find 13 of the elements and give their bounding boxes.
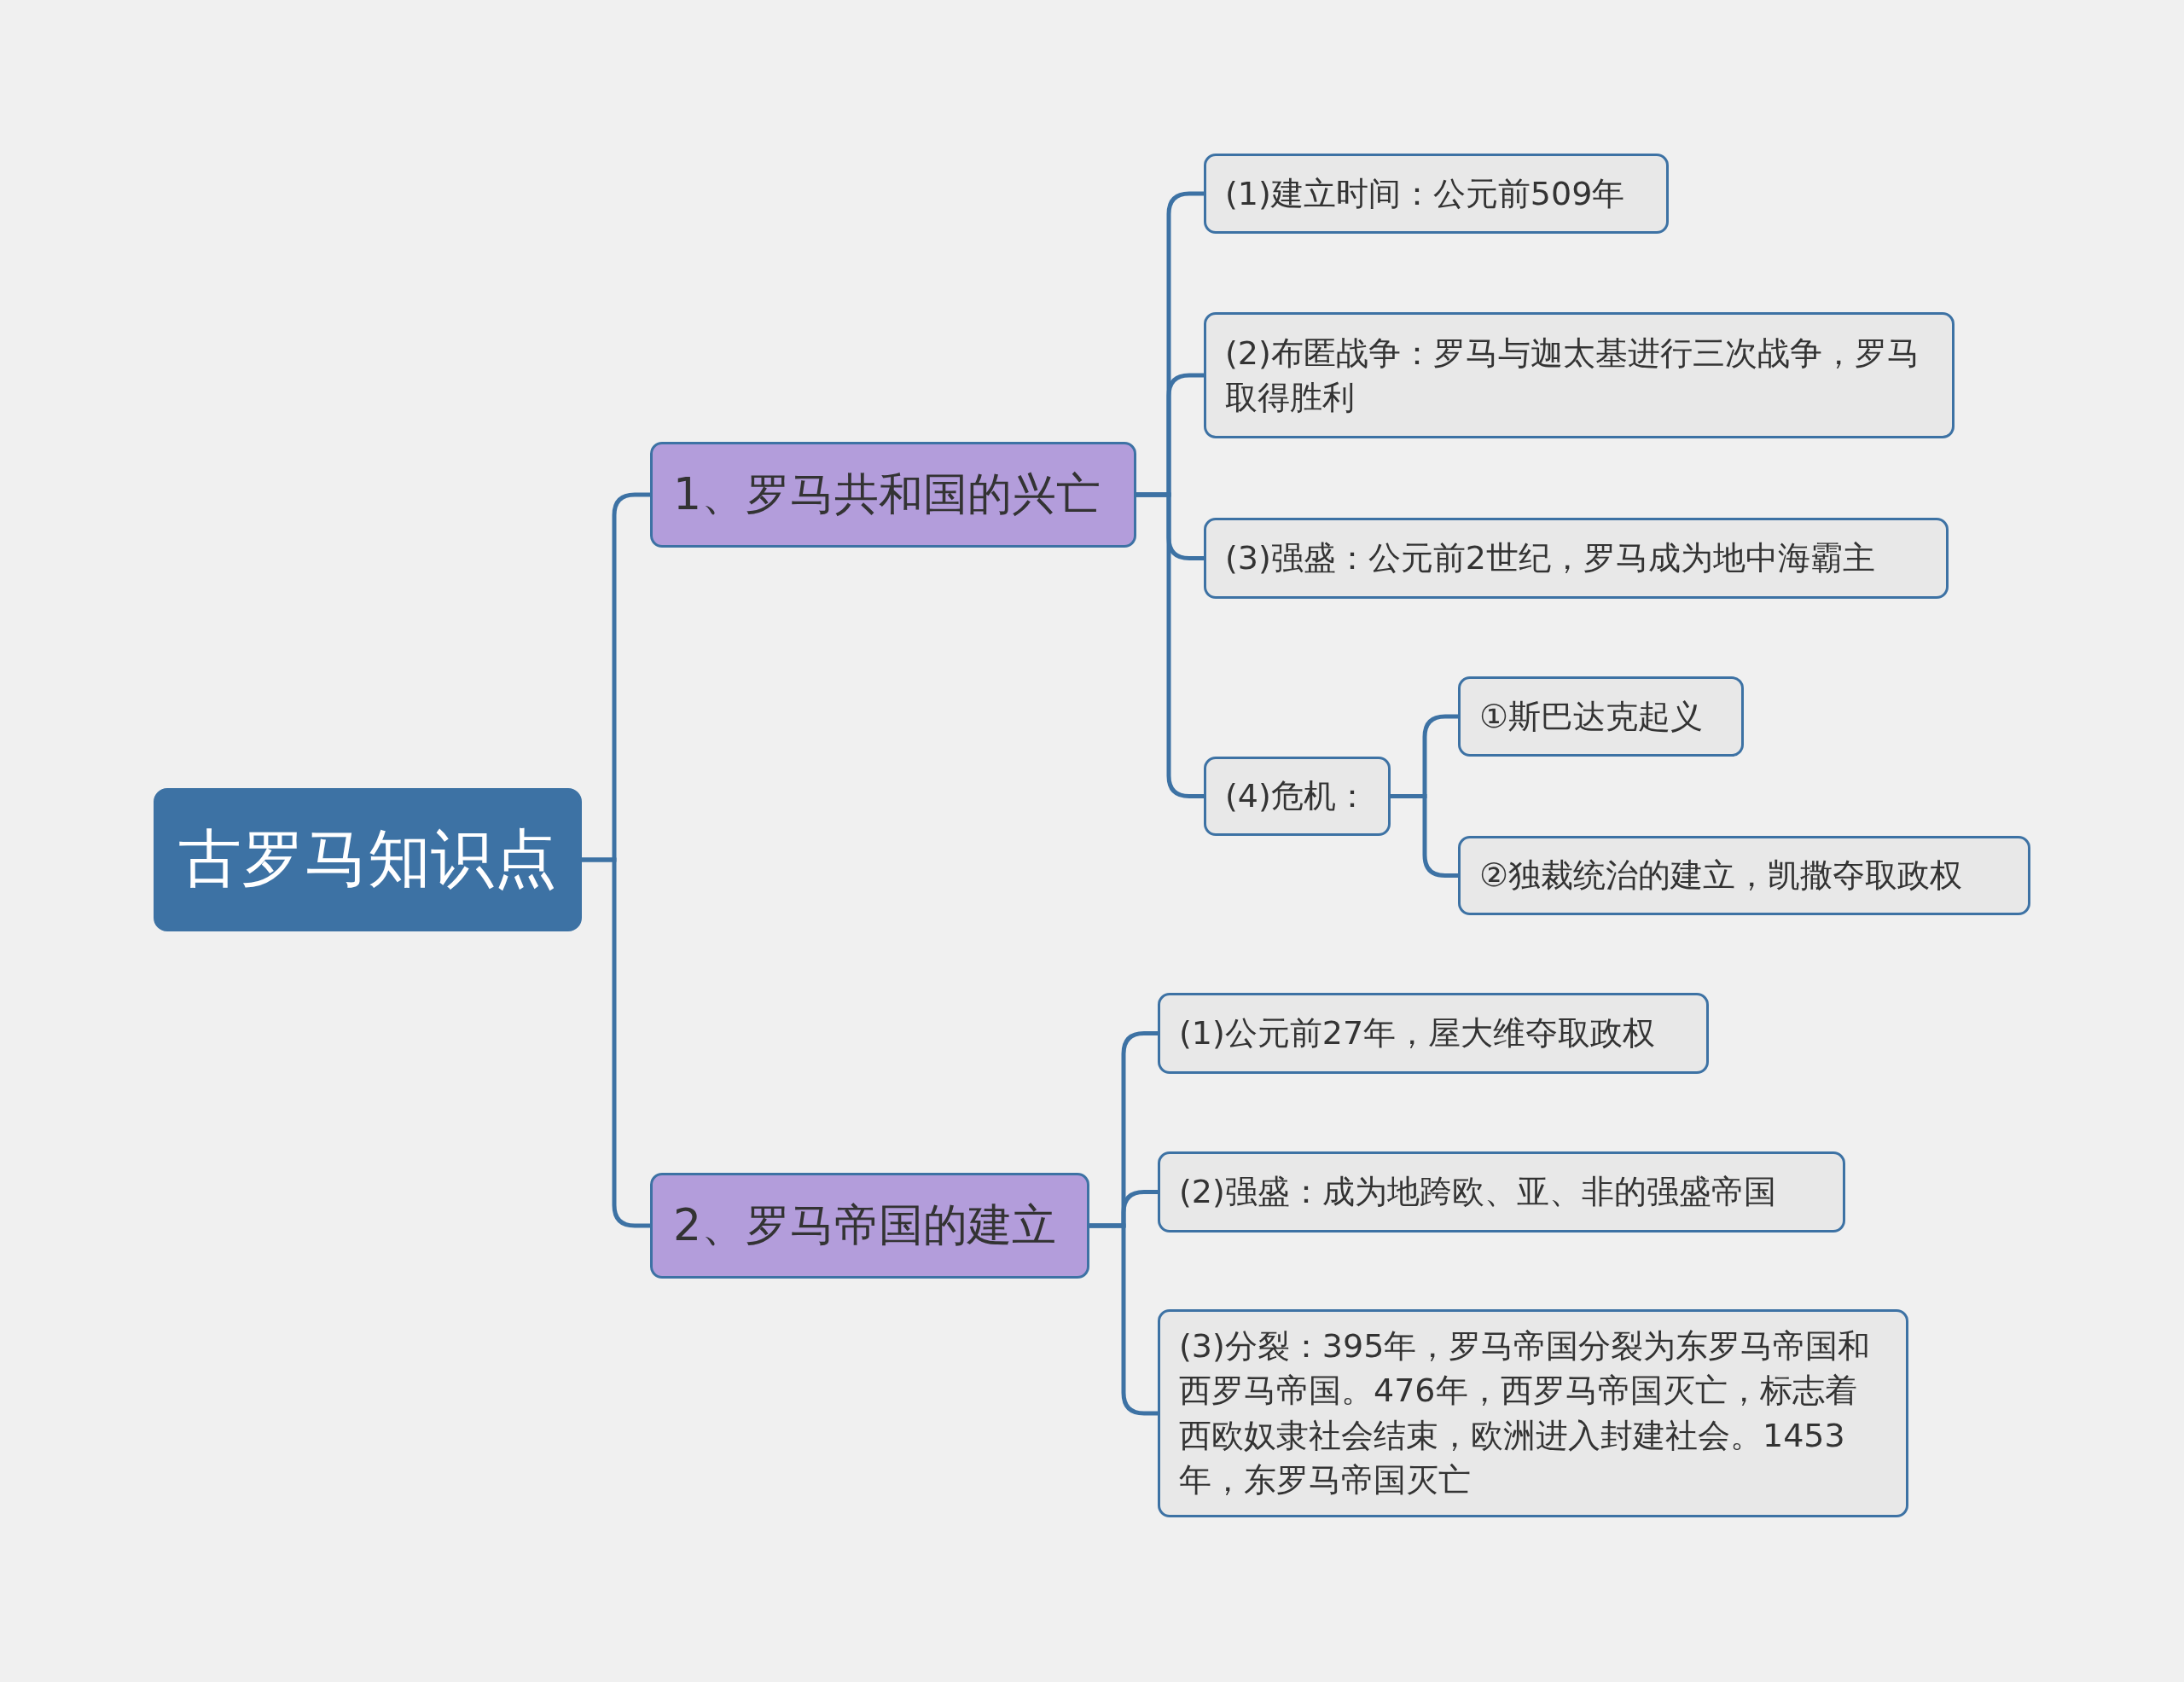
branch-box: 1、罗马共和国的兴亡 [650,442,1136,548]
topic-box: 古罗马知识点 [154,788,582,931]
leaf-box: (1)公元前27年，屋大维夺取政权 [1158,993,1709,1074]
leaf-box: (2)强盛：成为地跨欧、亚、非的强盛帝国 [1158,1151,1845,1232]
leaf-box: (1)建立时间：公元前509年 [1204,154,1669,234]
leaf-box: (3)强盛：公元前2世纪，罗马成为地中海霸主 [1204,518,1949,599]
leaf-box: (4)危机： [1204,757,1391,836]
branch-box: 2、罗马帝国的建立 [650,1173,1089,1279]
leaf-box: ①斯巴达克起义 [1458,676,1744,757]
leaf-box: ②独裁统治的建立，凯撒夺取政权 [1458,836,2030,915]
connector-line [1136,492,1204,798]
leaf-box: (3)分裂：395年，罗马帝国分裂为东罗马帝国和西罗马帝国。476年，西罗马帝国灭亡，标志着西欧奴隶社会结束，欧洲进入封建社会。1453年，东罗马帝国灭亡 [1158,1309,1908,1517]
leaf-box: (2)布匿战争：罗马与迦太基进行三次战争，罗马取得胜利 [1204,312,1955,438]
